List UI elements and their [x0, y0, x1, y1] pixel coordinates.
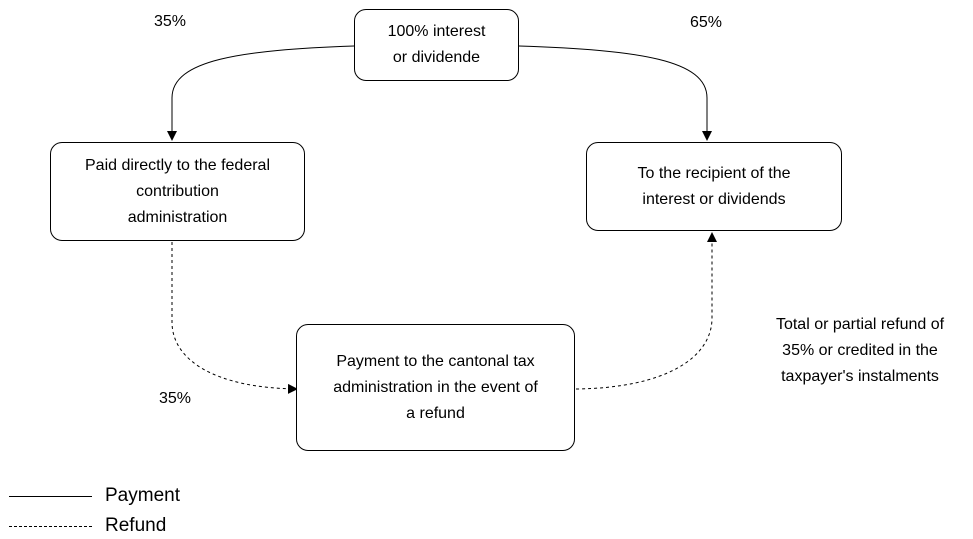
label-right-top: 65%: [690, 14, 723, 31]
legend-refund-label: Refund: [105, 515, 167, 536]
node-recipient-label: To the recipient of the interest or divi…: [637, 164, 791, 208]
edge-federal-to-cantonal: [171, 242, 298, 394]
edge-cantonal-to-recipient: [575, 232, 717, 390]
edge-source-to-recipient: [518, 45, 712, 141]
legend-refund-line: [9, 526, 92, 527]
legend-payment-line: [9, 496, 92, 497]
node-federal-label: Paid directly to the federal contributio…: [85, 156, 270, 226]
node-source: 100% interest or dividende: [354, 9, 519, 81]
node-cantonal-label: Payment to the cantonal tax administrati…: [333, 352, 538, 422]
node-federal: Paid directly to the federal contributio…: [50, 142, 305, 241]
edge-source-to-federal: [167, 45, 355, 141]
label-left-top: 35%: [154, 13, 187, 30]
label-refund-note: Total or partial refund of 35% or credit…: [775, 316, 945, 385]
node-cantonal: Payment to the cantonal tax administrati…: [296, 324, 575, 451]
label-left-bottom: 35%: [159, 390, 192, 407]
node-source-label: 100% interest or dividende: [387, 23, 486, 66]
legend-payment-label: Payment: [105, 485, 180, 506]
node-recipient: To the recipient of the interest or divi…: [586, 142, 842, 231]
